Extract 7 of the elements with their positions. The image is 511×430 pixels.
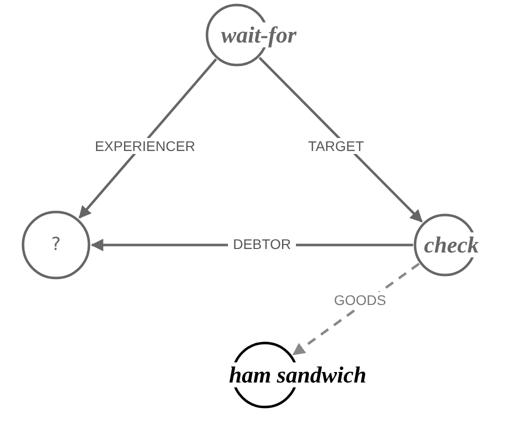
node-label: ham sandwich [228, 362, 368, 388]
edge-label: DEBTOR [228, 236, 296, 252]
node-label: ? [50, 235, 62, 255]
node-label: check [423, 232, 480, 258]
arrow [78, 58, 218, 219]
arrow [258, 56, 423, 222]
node-label: wait-for [220, 22, 298, 48]
